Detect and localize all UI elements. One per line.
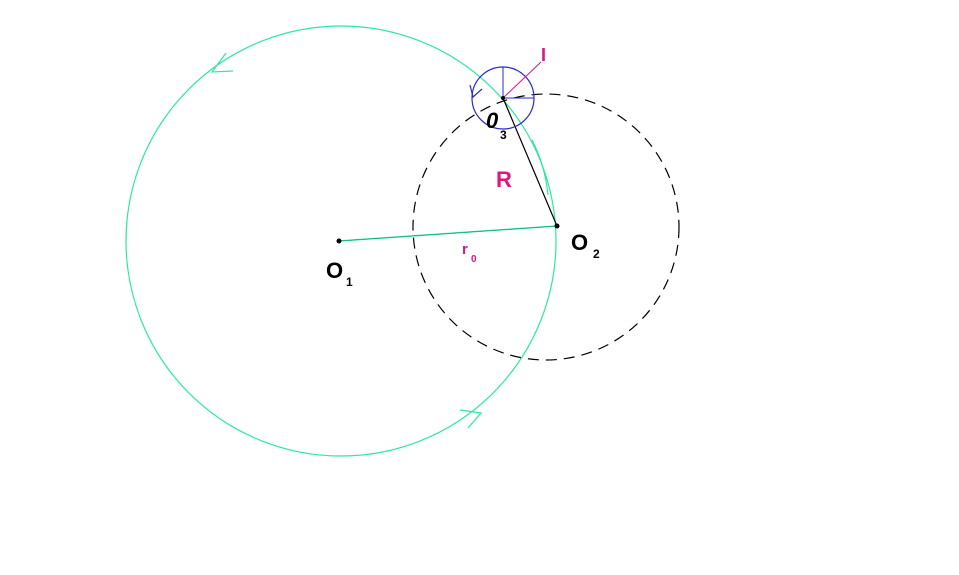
- label-I: I: [541, 45, 546, 65]
- orbit-circle-o1: [125, 25, 557, 457]
- label-r0: r: [462, 241, 468, 258]
- label-o3: 0: [486, 108, 499, 133]
- point-o2: [554, 223, 560, 229]
- label-o2-sub: 2: [593, 247, 600, 261]
- orbit-arrow-bottom: [459, 409, 483, 429]
- label-o1-sub: 1: [346, 275, 353, 289]
- orbit-arrow-top: [210, 52, 234, 73]
- label-R: R: [496, 167, 512, 192]
- arc-segment: [531, 139, 549, 196]
- label-o2: O: [571, 230, 588, 255]
- small-circle-arrow: [469, 84, 483, 99]
- point-o1: [336, 238, 342, 244]
- label-o3-sub: 3: [500, 128, 507, 142]
- I-pointer: [502, 61, 542, 99]
- dashed-circle-o2: [412, 93, 680, 361]
- r0-line-inner: [338, 225, 558, 242]
- R-line: [502, 97, 558, 227]
- label-o1: O: [326, 258, 343, 283]
- label-r0-sub: 0: [471, 254, 477, 265]
- point-o3: [501, 96, 505, 100]
